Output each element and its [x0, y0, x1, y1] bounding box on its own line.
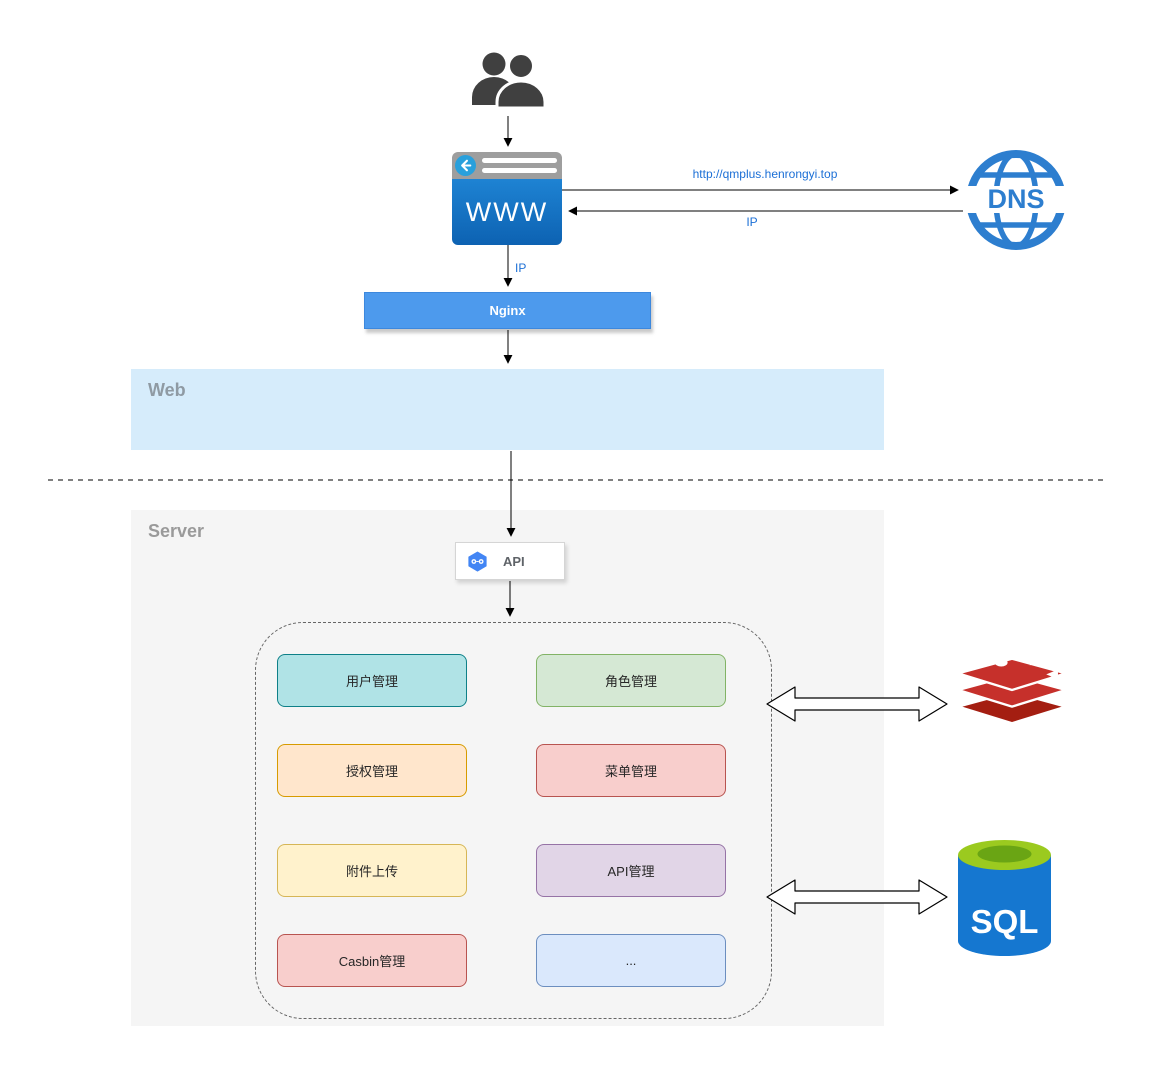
module-role-management: 角色管理: [536, 654, 726, 707]
address-bar-stripe: [482, 168, 557, 173]
browser-www-label: WWW: [452, 179, 562, 245]
modules-container: [255, 622, 772, 1019]
nginx-node: Nginx: [364, 292, 651, 329]
browser-node: WWW: [452, 152, 562, 245]
module-user-management: 用户管理: [277, 654, 467, 707]
dns-label: DNS: [987, 184, 1044, 214]
redis-icon: [957, 650, 1067, 725]
ip-nginx-edge-label: IP: [515, 261, 527, 275]
sql-label: SQL: [971, 903, 1039, 940]
ip-dns-edge-label: IP: [746, 215, 758, 229]
module-label: Casbin管理: [338, 954, 406, 969]
module-attachment-upload: 附件上传: [277, 844, 467, 897]
module-casbin-management: Casbin管理: [277, 934, 467, 987]
module-label: 角色管理: [604, 674, 657, 689]
url-edge-label: http://qmplus.henrongyi.top: [692, 167, 838, 181]
module-menu-management: 菜单管理: [536, 744, 726, 797]
module-api-management: API管理: [536, 844, 726, 897]
server-zone-label: Server: [148, 521, 205, 541]
server-zone: Server: [131, 510, 884, 1026]
web-zone: Web: [131, 369, 884, 450]
address-bar-stripe: [482, 158, 557, 163]
module-label: ...: [625, 953, 637, 968]
users-icon: [472, 52, 547, 110]
browser-back-icon: [455, 155, 476, 176]
module-label: 授权管理: [345, 764, 398, 779]
module-label: 附件上传: [345, 864, 398, 879]
module-more: ...: [536, 934, 726, 987]
module-auth-management: 授权管理: [277, 744, 467, 797]
module-label: 菜单管理: [604, 764, 657, 779]
module-label: API管理: [607, 864, 655, 879]
api-hexagon-icon: [468, 550, 487, 572]
dns-globe-icon: DNS: [964, 150, 1068, 250]
module-label: 用户管理: [345, 674, 398, 689]
web-zone-label: Web: [148, 380, 186, 400]
api-label: API: [503, 553, 525, 569]
browser-toolbar: [452, 152, 562, 179]
api-node: API: [455, 542, 565, 580]
sql-database-icon: SQL: [958, 840, 1051, 956]
